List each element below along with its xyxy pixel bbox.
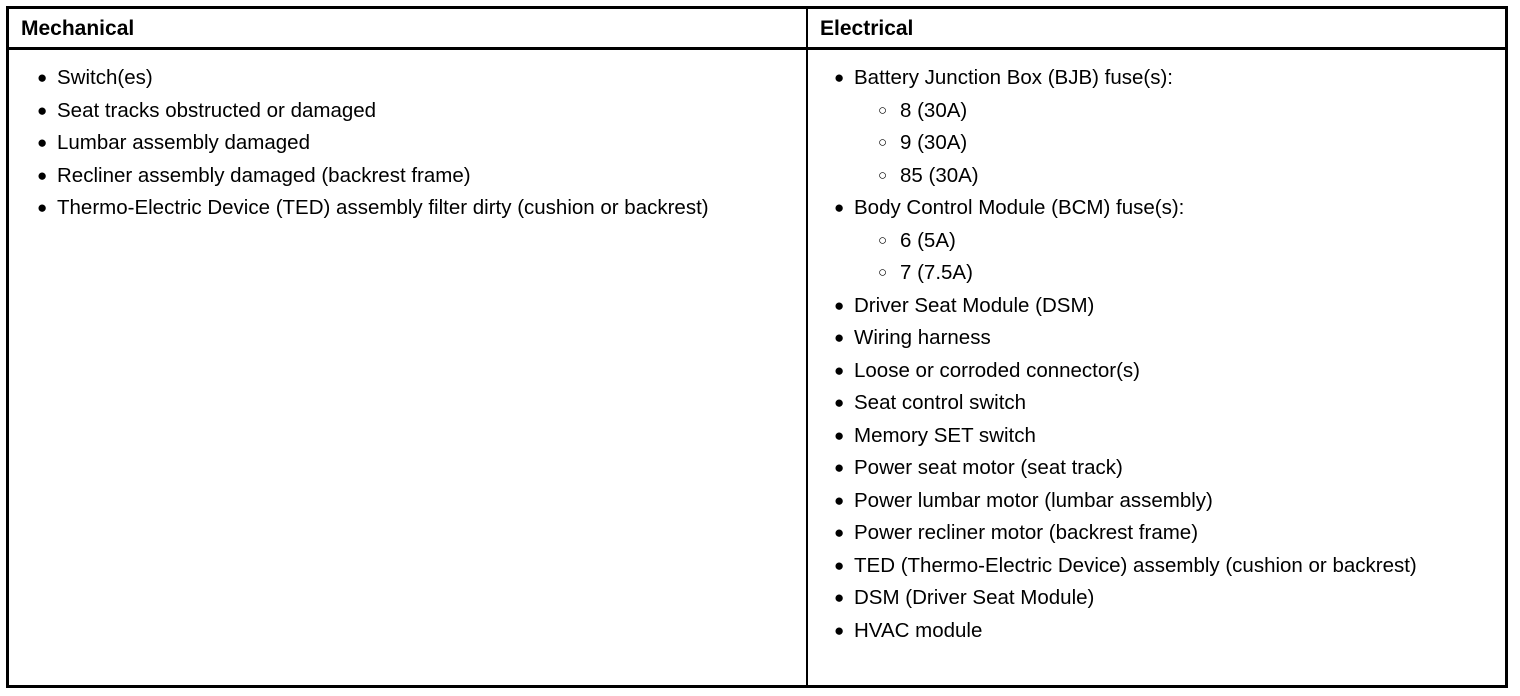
list-item: ● Battery Junction Box (BJB) fuse(s): <box>816 62 1495 95</box>
table-column-electrical: Electrical ● Battery Junction Box (BJB) … <box>808 9 1505 685</box>
filled-bullet-icon: ● <box>834 620 845 640</box>
column-header-label-electrical: Electrical <box>820 16 914 40</box>
list-item: ● Recliner assembly damaged (backrest fr… <box>19 160 796 193</box>
list-item-label: Thermo-Electric Device (TED) assembly fi… <box>57 196 709 219</box>
filled-bullet-icon: ● <box>834 393 845 412</box>
sublist-item-label: 8 (30A) <box>900 98 968 122</box>
list-item-label: Body Control Module (BCM) fuse(s): <box>854 196 1185 219</box>
list-item: ● Seat tracks obstructed or damaged <box>19 95 796 128</box>
list-item-label: Memory SET switch <box>854 423 1036 447</box>
list-item-label: Lumbar assembly damaged <box>57 131 310 154</box>
filled-bullet-icon: ● <box>37 68 48 87</box>
filled-bullet-icon: ● <box>834 425 845 445</box>
list-item-label: DSM (Driver Seat Module) <box>854 586 1095 609</box>
list-item: ● TED (Thermo-Electric Device) assembly … <box>816 550 1495 583</box>
list-item: ● Power lumbar motor (lumbar assembly) <box>816 485 1495 518</box>
hollow-bullet-icon: ○ <box>878 264 888 281</box>
sublist-item-label: 7 (7.5A) <box>900 261 973 284</box>
list-item-label: Switch(es) <box>57 66 153 89</box>
sublist-item-label: 9 (30A) <box>900 131 968 154</box>
hollow-bullet-icon: ○ <box>878 166 888 184</box>
filled-bullet-icon: ● <box>834 295 845 315</box>
list-item-label: TED (Thermo-Electric Device) assembly (c… <box>854 553 1417 577</box>
list-item: ● Power seat motor (seat track) <box>816 452 1495 485</box>
filled-bullet-icon: ● <box>37 133 48 152</box>
list-item-label: Loose or corroded connector(s) <box>854 358 1141 382</box>
list-item-label: HVAC module <box>854 618 983 642</box>
symptom-chart-table: Mechanical ● Switch(es) ● Seat tracks ob… <box>6 6 1508 688</box>
list-item-label: Recliner assembly damaged (backrest fram… <box>57 163 471 187</box>
column-body-mechanical: ● Switch(es) ● Seat tracks obstructed or… <box>9 50 806 685</box>
list-item: ● Driver Seat Module (DSM) <box>816 290 1495 323</box>
column-header-electrical: Electrical <box>808 9 1505 50</box>
list-item: ● Seat control switch <box>816 387 1495 420</box>
list-item-label: Battery Junction Box (BJB) fuse(s): <box>854 66 1174 89</box>
list-item-label: Seat control switch <box>854 391 1027 414</box>
filled-bullet-icon: ● <box>834 198 845 217</box>
sublist-item: ○ 85 (30A) <box>816 160 1495 193</box>
list-item-label: Power lumbar motor (lumbar assembly) <box>854 488 1213 512</box>
list-item: ● Body Control Module (BCM) fuse(s): <box>816 192 1495 225</box>
sublist-item: ○ 6 (5A) <box>816 225 1495 258</box>
filled-bullet-icon: ● <box>834 458 845 477</box>
list-item-label: Power seat motor (seat track) <box>854 456 1123 479</box>
list-item: ● HVAC module <box>816 615 1495 648</box>
list-item: ● Loose or corroded connector(s) <box>816 355 1495 388</box>
list-item-label: Power recliner motor (backrest frame) <box>854 521 1199 544</box>
list-item-label: Seat tracks obstructed or damaged <box>57 98 377 122</box>
sublist-bcm-fuses: ○ 6 (5A) ○ 7 (7.5A) <box>816 225 1495 290</box>
list-item: ● Power recliner motor (backrest frame) <box>816 517 1495 550</box>
filled-bullet-icon: ● <box>834 360 845 380</box>
sublist-bjb-fuses: ○ 8 (30A) ○ 9 (30A) ○ 85 (30A) <box>816 95 1495 193</box>
column-header-label-mechanical: Mechanical <box>21 16 135 40</box>
sublist-item: ○ 7 (7.5A) <box>816 257 1495 290</box>
filled-bullet-icon: ● <box>834 588 845 607</box>
sublist-item-label: 85 (30A) <box>900 163 979 187</box>
sublist-item: ○ 9 (30A) <box>816 127 1495 160</box>
filled-bullet-icon: ● <box>37 165 48 185</box>
hollow-bullet-icon: ○ <box>878 134 888 151</box>
table-column-mechanical: Mechanical ● Switch(es) ● Seat tracks ob… <box>9 9 808 685</box>
list-item-label: Driver Seat Module (DSM) <box>854 293 1095 317</box>
table-grid: Mechanical ● Switch(es) ● Seat tracks ob… <box>9 9 1505 685</box>
filled-bullet-icon: ● <box>834 555 845 575</box>
list-item: ● Thermo-Electric Device (TED) assembly … <box>19 192 796 225</box>
bullet-list-electrical: ● Battery Junction Box (BJB) fuse(s): ○ … <box>816 62 1495 647</box>
filled-bullet-icon: ● <box>834 490 845 510</box>
list-item-label: Wiring harness <box>854 326 991 349</box>
filled-bullet-icon: ● <box>37 100 48 120</box>
list-item: ● Memory SET switch <box>816 420 1495 453</box>
list-item: ● Lumbar assembly damaged <box>19 127 796 160</box>
list-item: ● DSM (Driver Seat Module) <box>816 582 1495 615</box>
bullet-list-mechanical: ● Switch(es) ● Seat tracks obstructed or… <box>19 62 796 225</box>
list-item: ● Wiring harness <box>816 322 1495 355</box>
filled-bullet-icon: ● <box>834 328 845 347</box>
hollow-bullet-icon: ○ <box>878 101 888 119</box>
sublist-item: ○ 8 (30A) <box>816 95 1495 128</box>
filled-bullet-icon: ● <box>834 68 845 87</box>
filled-bullet-icon: ● <box>834 523 845 542</box>
hollow-bullet-icon: ○ <box>878 231 888 249</box>
sublist-item-label: 6 (5A) <box>900 228 956 252</box>
list-item: ● Switch(es) <box>19 62 796 95</box>
column-header-mechanical: Mechanical <box>9 9 806 50</box>
filled-bullet-icon: ● <box>37 198 48 217</box>
column-body-electrical: ● Battery Junction Box (BJB) fuse(s): ○ … <box>808 50 1505 685</box>
